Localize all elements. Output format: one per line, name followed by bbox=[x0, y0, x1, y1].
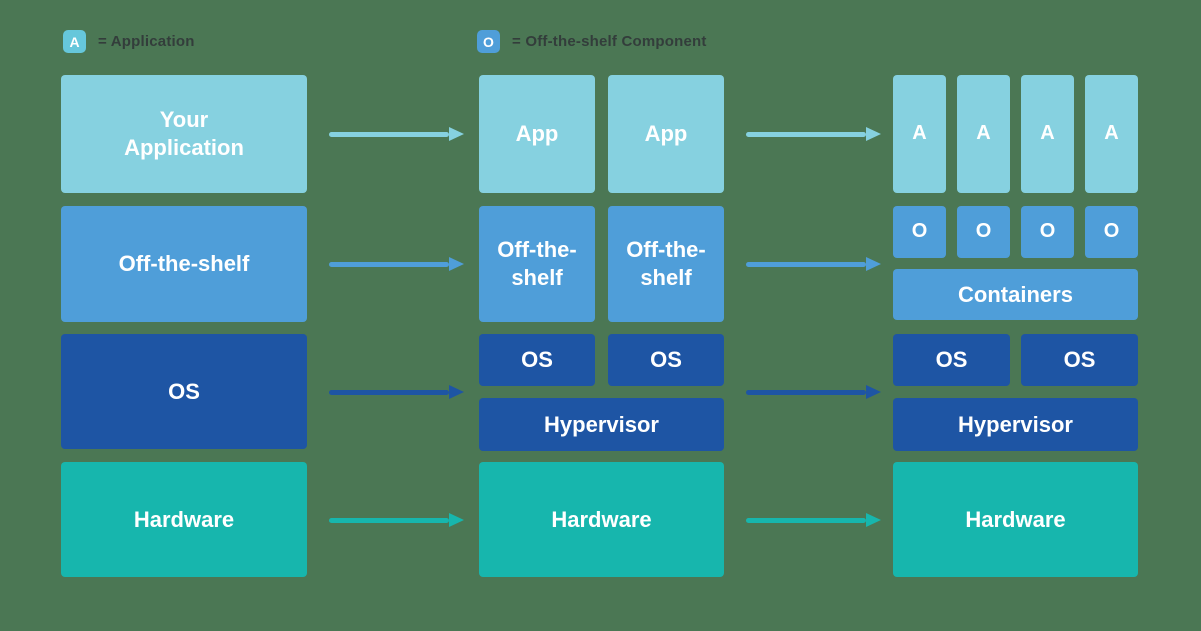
arrow-os-stage1 bbox=[329, 380, 464, 404]
os-block: OS bbox=[608, 334, 724, 386]
arrow-off-the-shelf-stage1 bbox=[329, 252, 464, 276]
app-unit-block: A bbox=[957, 75, 1010, 193]
arrow-application-stage2 bbox=[746, 122, 881, 146]
arrow-head-icon bbox=[866, 513, 881, 527]
os-block: OS bbox=[61, 334, 307, 449]
hardware-block: Hardware bbox=[479, 462, 724, 577]
arrow-line bbox=[746, 517, 866, 523]
arrow-head-icon bbox=[866, 127, 881, 141]
off-the-shelf-block: Off-the-shelf bbox=[61, 206, 307, 322]
arrow-line bbox=[746, 261, 866, 267]
arrow-hardware-stage2 bbox=[746, 508, 881, 532]
app-unit-block: A bbox=[1021, 75, 1074, 193]
arrow-head-icon bbox=[866, 257, 881, 271]
app-block: App bbox=[608, 75, 724, 193]
your-application-block: Your Application bbox=[61, 75, 307, 193]
application-legend-label: = Application bbox=[98, 33, 195, 50]
off-the-shelf-legend-badge: O bbox=[477, 30, 500, 53]
os-block: OS bbox=[479, 334, 595, 386]
arrow-head-icon bbox=[866, 385, 881, 399]
arrow-line bbox=[329, 261, 449, 267]
arrow-line bbox=[746, 131, 866, 137]
ots-unit-block: O bbox=[1021, 206, 1074, 258]
off-the-shelf-block: Off-the-shelf bbox=[608, 206, 724, 322]
hardware-block: Hardware bbox=[893, 462, 1138, 577]
arrow-head-icon bbox=[449, 257, 464, 271]
os-block: OS bbox=[1021, 334, 1138, 386]
hypervisor-block: Hypervisor bbox=[479, 398, 724, 451]
app-unit-block: A bbox=[1085, 75, 1138, 193]
arrow-hardware-stage1 bbox=[329, 508, 464, 532]
arrow-off-the-shelf-stage2 bbox=[746, 252, 881, 276]
hypervisor-block: Hypervisor bbox=[893, 398, 1138, 451]
arrow-head-icon bbox=[449, 127, 464, 141]
hardware-block: Hardware bbox=[61, 462, 307, 577]
legend-application: A = Application bbox=[63, 30, 195, 53]
app-unit-block: A bbox=[893, 75, 946, 193]
os-block: OS bbox=[893, 334, 1010, 386]
off-the-shelf-block: Off-the-shelf bbox=[479, 206, 595, 322]
arrow-line bbox=[329, 131, 449, 137]
ots-unit-block: O bbox=[1085, 206, 1138, 258]
legend-off-the-shelf: O = Off-the-shelf Component bbox=[477, 30, 707, 53]
ots-unit-block: O bbox=[893, 206, 946, 258]
application-legend-badge: A bbox=[63, 30, 86, 53]
ots-unit-block: O bbox=[957, 206, 1010, 258]
app-block: App bbox=[479, 75, 595, 193]
arrow-line bbox=[329, 517, 449, 523]
arrow-line bbox=[746, 389, 866, 395]
arrow-line bbox=[329, 389, 449, 395]
arrow-head-icon bbox=[449, 385, 464, 399]
arrow-application-stage1 bbox=[329, 122, 464, 146]
containers-block: Containers bbox=[893, 269, 1138, 320]
arrow-os-stage2 bbox=[746, 380, 881, 404]
off-the-shelf-legend-label: = Off-the-shelf Component bbox=[512, 33, 707, 50]
arrow-head-icon bbox=[449, 513, 464, 527]
